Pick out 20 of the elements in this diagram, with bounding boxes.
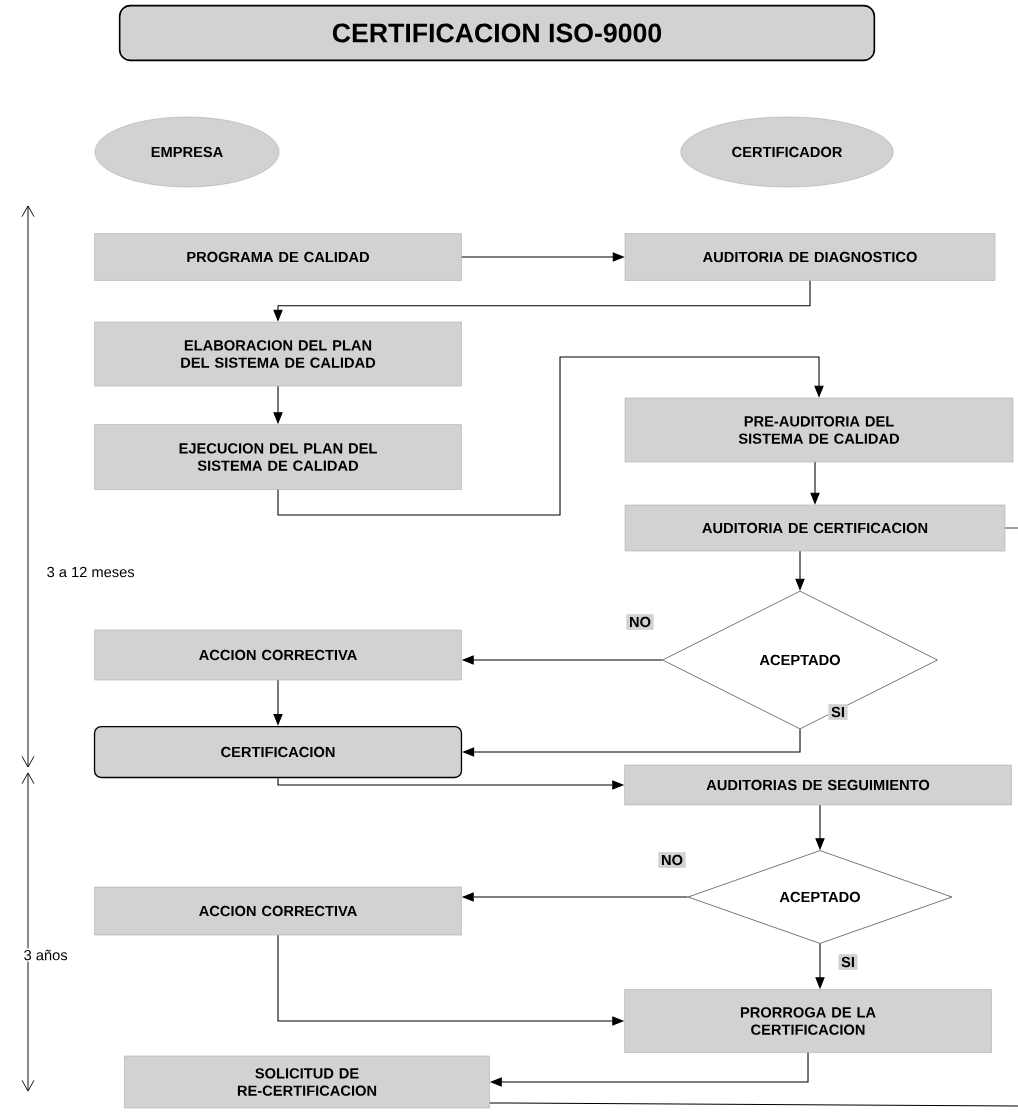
process-box: AUDITORIA DE DIAGNOSTICO bbox=[624, 233, 996, 281]
duration-label: 3 años bbox=[22, 948, 69, 962]
process-box: PRORROGA DE LA CERTIFICACION bbox=[624, 989, 992, 1053]
process-box: ELABORACION DEL PLAN DEL SISTEMA DE CALIDAD bbox=[94, 321, 462, 387]
edge-label: SI bbox=[828, 704, 848, 720]
process-box: SOLICITUD DE RE-CERTIFICACION bbox=[124, 1055, 490, 1109]
process-box: CERTIFICACION bbox=[93, 725, 463, 779]
edge-label: NO bbox=[626, 614, 654, 630]
process-box: PRE-AUDITORIA DEL SISTEMA DE CALIDAD bbox=[624, 397, 1014, 463]
process-box: PROGRAMA DE CALIDAD bbox=[94, 233, 462, 281]
process-box: AUDITORIAS DE SEGUIMIENTO bbox=[624, 764, 1012, 806]
process-box: ACCION CORRECTIVA bbox=[94, 629, 462, 681]
process-box: EJECUCION DEL PLAN DEL SISTEMA DE CALIDAD bbox=[94, 424, 462, 490]
edge-label: NO bbox=[658, 852, 686, 868]
edge-label: SI bbox=[838, 954, 858, 970]
title-banner: CERTIFICACION ISO-9000 bbox=[118, 4, 876, 62]
process-box: AUDITORIA DE CERTIFICACION bbox=[624, 504, 1006, 552]
process-box: ACCION CORRECTIVA bbox=[94, 886, 462, 936]
duration-label: 3 a 12 meses bbox=[45, 565, 136, 579]
arrow bbox=[277, 356, 824, 516]
